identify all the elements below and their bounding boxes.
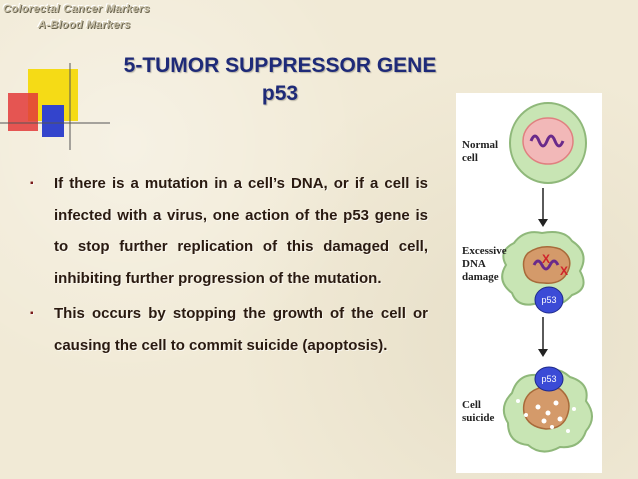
damage-mark-2: X (560, 264, 568, 278)
title-line-2: p53 (261, 82, 299, 105)
bullet-list: ▪ If there is a mutation in a cell’s DNA… (30, 168, 428, 365)
damaged-cell-illustration: X X p53 (501, 231, 585, 314)
label-cell-suicide: Cell suicide (462, 399, 495, 424)
bullet-icon: ▪ (30, 178, 34, 189)
bullet-text: This occurs by stopping the growth of th… (54, 305, 428, 354)
list-item: ▪ This occurs by stopping the growth of … (30, 298, 428, 361)
bullet-icon: ▪ (30, 308, 34, 319)
decorative-squares (0, 63, 110, 150)
list-item: ▪ If there is a mutation in a cell’s DNA… (30, 168, 428, 294)
header-section-title: A-Blood Markers (38, 19, 131, 31)
apoptotic-cell-illustration: p53 (502, 366, 593, 453)
arrow-down-icon (538, 188, 548, 227)
arrow-down-icon (538, 317, 548, 357)
label-dna-damage: Excessive DNA damage (462, 245, 507, 283)
label-normal-cell: Normal cell (462, 139, 499, 164)
normal-cell-illustration (509, 102, 587, 184)
p53-protein-label: p53 (541, 295, 556, 305)
p53-protein-label: p53 (541, 374, 556, 384)
bullet-text: If there is a mutation in a cell’s DNA, … (54, 175, 428, 287)
slide-title: 5-TUMOR SUPPRESSOR GENE p53 (80, 52, 480, 108)
title-line-1: 5-TUMOR SUPPRESSOR GENE (123, 54, 437, 77)
header-course-title: Colorectal Cancer Markers (3, 3, 150, 15)
p53-diagram: X X p53 p53 Normal cell Excessive DNA da… (456, 93, 602, 473)
p53-diagram-art: X X p53 p53 (501, 102, 593, 453)
damage-mark-1: X (542, 252, 550, 266)
